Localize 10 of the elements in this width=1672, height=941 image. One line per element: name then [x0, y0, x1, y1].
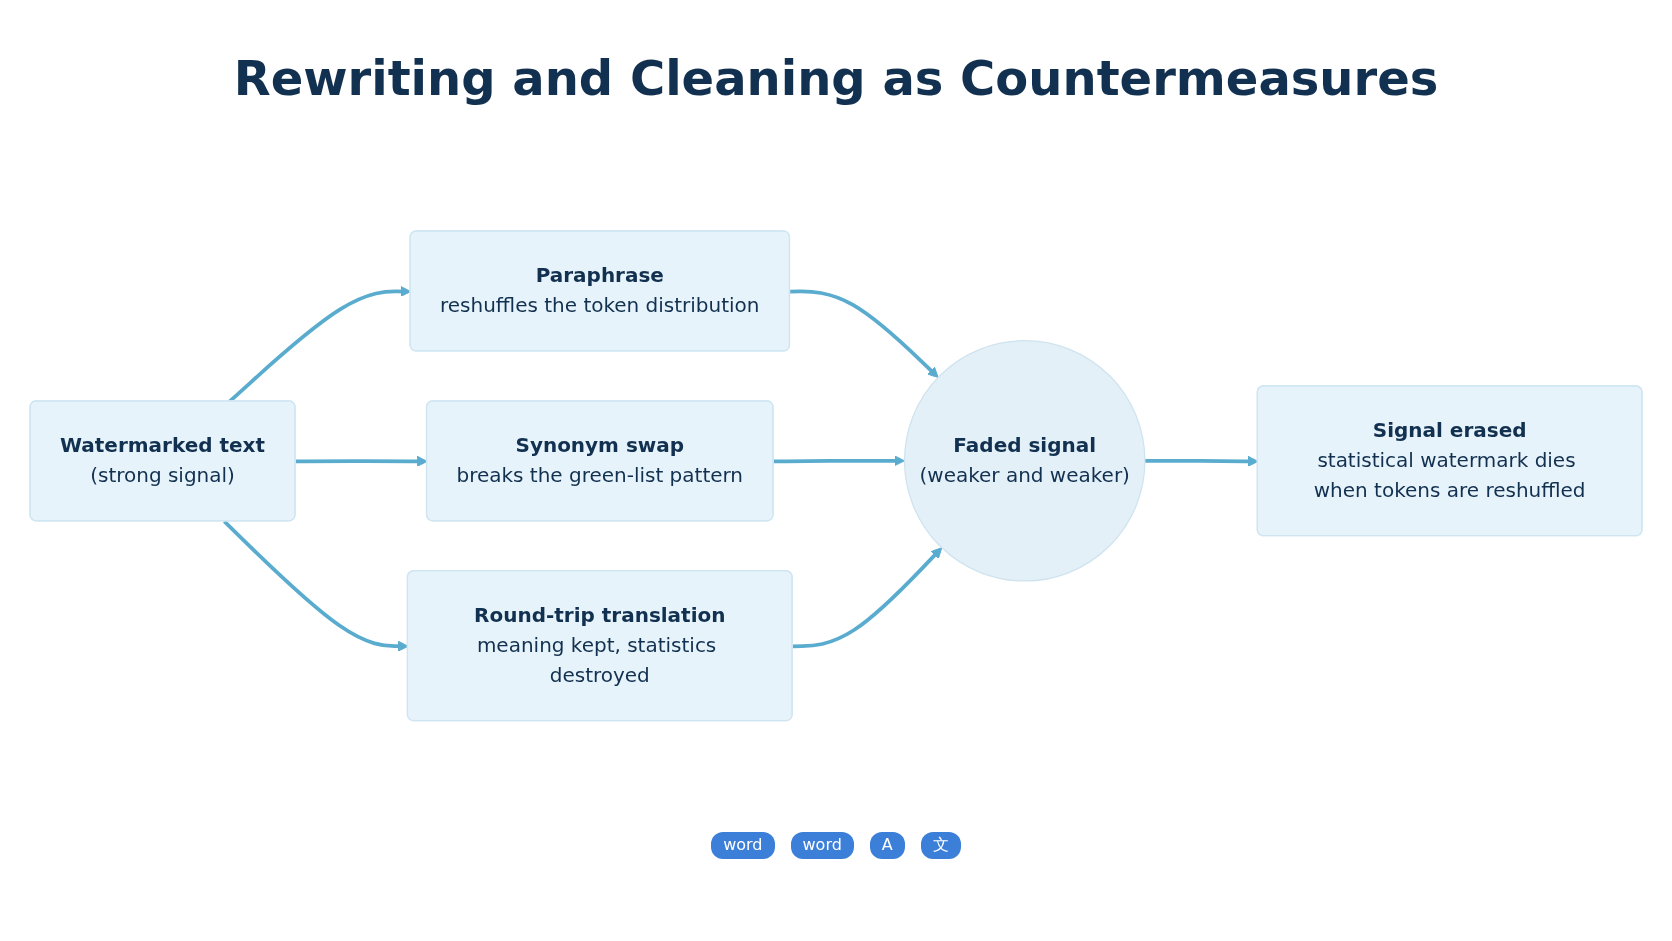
icon-label: word [711, 832, 775, 859]
arrow [790, 289, 939, 379]
node-circle [903, 340, 1146, 582]
arrow [792, 547, 943, 649]
flowchart: Watermarked text (strong signal) Paraphrase reshuffles the token distribution Synonym swap breaks the green-list pattern Round-trip translation meaning kept, statistics destroyed Faded signal (weaker and weaker) Signal erased statistical watermark dies when tokens are reshuffled [20, 221, 1652, 731]
arrow [773, 455, 905, 467]
icon-label: word [790, 832, 854, 859]
diagram-title: Rewriting and Cleaning as Countermeasures [232, 50, 1440, 106]
icon-label: 文 [920, 832, 961, 859]
icon-label: A [869, 832, 905, 859]
